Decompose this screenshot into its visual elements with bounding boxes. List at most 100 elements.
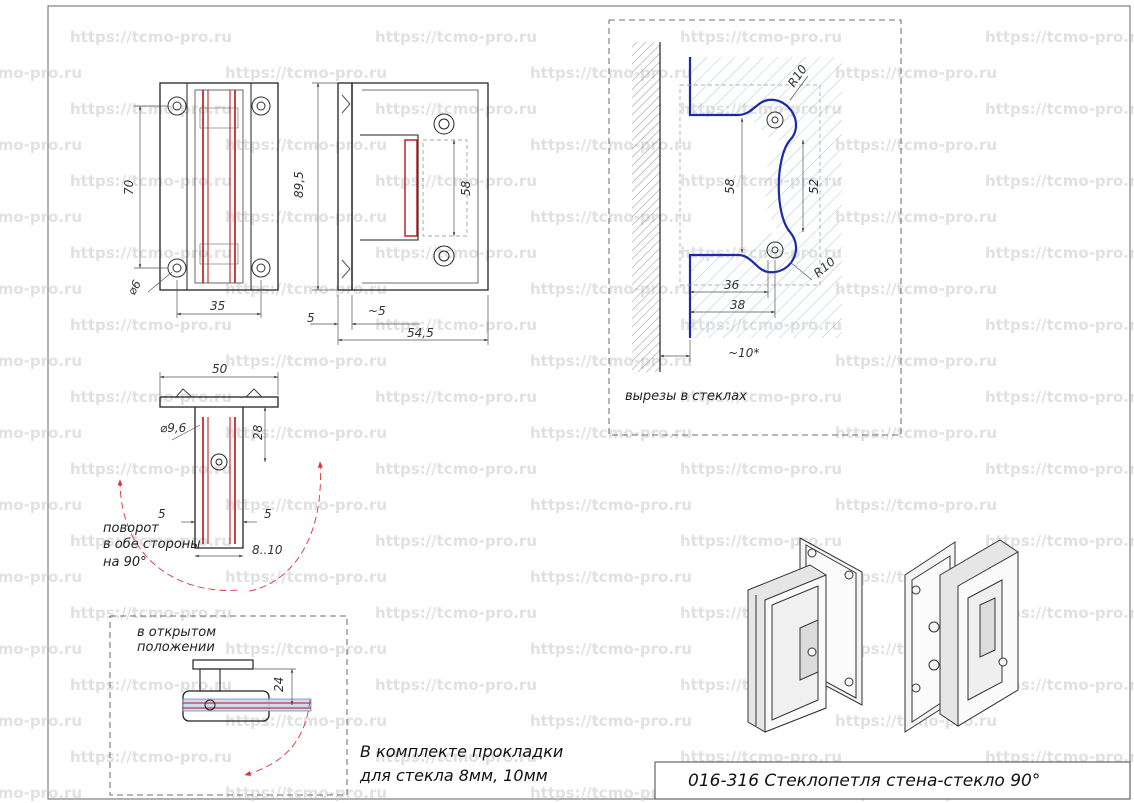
watermark-text: https://tcmo-pro.ru [70, 244, 232, 262]
rotation-note-2: в обе стороны [103, 537, 201, 552]
hinge-3d-render-front [747, 537, 863, 733]
drawing-title: 016-316 Стеклопетля стена-стекло 90° [688, 771, 1040, 791]
watermark-text: https://tcmo-pro.ru [985, 100, 1134, 118]
watermark-text: https://tcmo-pro.ru [375, 100, 537, 118]
watermark-text: https://tcmo-pro.ru [70, 172, 232, 190]
watermark-text: https://tcmo-pro.ru [985, 604, 1134, 622]
watermark-text: https://tcmo-pro.ru [225, 424, 387, 442]
watermark-text: https://tcmo-pro.ru [985, 388, 1134, 406]
dim-36: 36 [724, 278, 740, 292]
dim-gap-10: ~10* [728, 346, 759, 360]
dim-5-right: 5 [264, 507, 272, 521]
watermark-text: https://tcmo-pro.ru [225, 352, 387, 370]
watermark-text: https://tcmo-pro.ru [225, 784, 387, 802]
watermark-text: https://tcmo-pro.ru [70, 100, 232, 118]
dim-54-5: 54,5 [407, 326, 434, 340]
watermark-text: https://tcmo-pro.ru [225, 208, 387, 226]
watermark-text: https://tcmo-pro.ru [70, 748, 232, 766]
dim-58-side: 58 [459, 180, 473, 196]
hinge-3d-render-back [904, 539, 1019, 733]
sheet-border [47, 5, 1131, 800]
rotation-note-1: поворот [103, 521, 159, 536]
watermark-text: https://tcmo-pro.ru [0, 208, 82, 226]
watermark-text: https://tcmo-pro.ru [985, 676, 1134, 694]
glass-cutout-view: R10 R10 58 52 36 38 ~10* вырезы в стекла… [608, 19, 902, 436]
watermark-text: https://tcmo-pro.ru [835, 496, 997, 514]
watermark-text: https://tcmo-pro.ru [985, 316, 1134, 334]
watermark-text: https://tcmo-pro.ru [375, 532, 537, 550]
watermark-text: https://tcmo-pro.ru [225, 496, 387, 514]
watermark-text: https://tcmo-pro.ru [375, 604, 537, 622]
watermark-text: https://tcmo-pro.ru [0, 712, 82, 730]
watermark-text: https://tcmo-pro.ru [985, 532, 1134, 550]
watermark-text: https://tcmo-pro.ru [530, 280, 692, 298]
watermark-text: https://tcmo-pro.ru [0, 568, 82, 586]
watermark-text: https://tcmo-pro.ru [680, 388, 842, 406]
kit-note-line2: для стекла 8мм, 10мм [359, 766, 548, 785]
dim-70: 70 [122, 179, 136, 195]
watermark-text: https://tcmo-pro.ru [70, 388, 232, 406]
watermark-text: https://tcmo-pro.ru [835, 424, 997, 442]
watermark-text: https://tcmo-pro.ru [375, 172, 537, 190]
watermark-text: https://tcmo-pro.ru [225, 64, 387, 82]
watermark-text: https://tcmo-pro.ru [0, 640, 82, 658]
watermark-text: https://tcmo-pro.ru [375, 388, 537, 406]
dim-35: 35 [210, 299, 225, 313]
watermark-text: https://tcmo-pro.ru [70, 604, 232, 622]
watermark-text: https://tcmo-pro.ru [70, 28, 232, 46]
dim-24: 24 [272, 677, 286, 692]
watermark-text: https://tcmo-pro.ru [835, 136, 997, 154]
watermark-text: https://tcmo-pro.ru [530, 64, 692, 82]
watermark-text: https://tcmo-pro.ru [530, 496, 692, 514]
dim-approx-5: ~5 [368, 304, 386, 318]
watermark-text: https://tcmo-pro.ru [530, 352, 692, 370]
watermark-text: https://tcmo-pro.ru [530, 712, 692, 730]
cutout-caption: вырезы в стеклах [625, 389, 747, 404]
watermark-text: https://tcmo-pro.ru [375, 676, 537, 694]
dim-28: 28 [251, 424, 265, 440]
watermark-text: https://tcmo-pro.ru [530, 208, 692, 226]
watermark-text: https://tcmo-pro.ru [375, 460, 537, 478]
watermark-text: https://tcmo-pro.ru [0, 496, 82, 514]
watermark-text: https://tcmo-pro.ru [0, 352, 82, 370]
watermark-text: https://tcmo-pro.ru [375, 748, 537, 766]
watermark-text: https://tcmo-pro.ru [530, 640, 692, 658]
dim-89-5: 89,5 [292, 171, 306, 198]
front-view: 70 ⌀6 35 [122, 82, 279, 318]
watermark-text: https://tcmo-pro.ru [225, 712, 387, 730]
watermark-text: https://tcmo-pro.ru [375, 244, 537, 262]
open-position-view: в открытом положении 24 [109, 615, 348, 796]
watermark-text: https://tcmo-pro.ru [680, 28, 842, 46]
dim-58-cutout: 58 [723, 178, 737, 194]
watermark-text: https://tcmo-pro.ru [225, 280, 387, 298]
dim-hole-6: ⌀6 [124, 277, 144, 297]
watermark-text: https://tcmo-pro.ru [680, 460, 842, 478]
title-block [654, 761, 1131, 800]
dim-5-side: 5 [307, 311, 315, 325]
dim-9-6: ⌀9,6 [160, 421, 187, 435]
kit-note-line1: В комплекте прокладки [360, 742, 563, 761]
watermark-text: https://tcmo-pro.ru [375, 316, 537, 334]
watermark-text: https://tcmo-pro.ru [835, 64, 997, 82]
dim-38: 38 [730, 298, 746, 312]
watermark-text: https://tcmo-pro.ru [985, 244, 1134, 262]
watermark-text: https://tcmo-pro.ru [985, 172, 1134, 190]
watermark-text: https://tcmo-pro.ru [530, 784, 692, 802]
watermark-text: https://tcmo-pro.ru [70, 532, 232, 550]
watermark-text: https://tcmo-pro.ru [70, 676, 232, 694]
watermark-text: https://tcmo-pro.ru [985, 28, 1134, 46]
dim-52: 52 [807, 179, 821, 194]
watermark-text: https://tcmo-pro.ru [0, 64, 82, 82]
watermark-text: https://tcmo-pro.ru [0, 136, 82, 154]
dim-50: 50 [212, 362, 228, 376]
watermark-text: https://tcmo-pro.ru [225, 136, 387, 154]
watermark-text: https://tcmo-pro.ru [985, 460, 1134, 478]
watermark-text: https://tcmo-pro.ru [0, 784, 82, 802]
watermark-text: https://tcmo-pro.ru [0, 424, 82, 442]
watermark-text: https://tcmo-pro.ru [835, 208, 997, 226]
dim-8-10: 8..10 [252, 543, 283, 557]
watermark-text: https://tcmo-pro.ru [225, 568, 387, 586]
watermark-text: https://tcmo-pro.ru [530, 136, 692, 154]
dim-5-left: 5 [158, 507, 166, 521]
